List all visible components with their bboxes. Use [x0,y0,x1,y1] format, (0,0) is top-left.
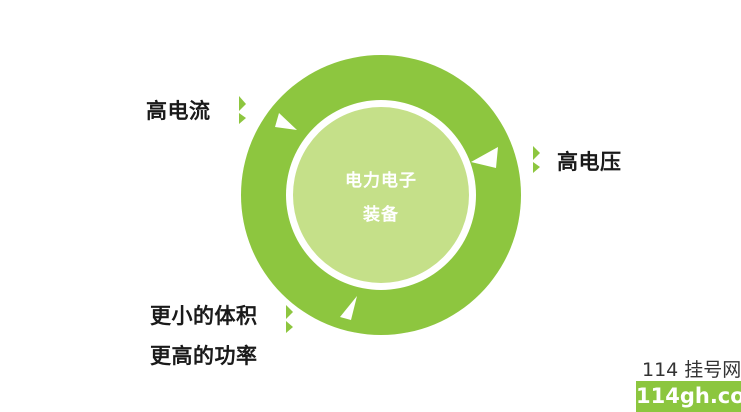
center-label-line2: 装备 [363,205,399,225]
label-high-current: 高电流 [146,99,211,123]
tick-high-voltage [533,146,540,173]
tick-smaller-volume [286,305,293,333]
cycle-arrow-top-left [275,113,297,130]
tick-high-current [239,96,246,124]
watermark-domain: 114gh.com [636,381,741,412]
watermark-site-name: 114 挂号网 [642,359,741,381]
label-high-voltage: 高电压 [557,150,622,174]
label-smaller-volume: 更小的体积 [150,304,258,328]
center-circle [293,107,469,283]
cycle-arrow-right [471,147,498,168]
center-label-line1: 电力电子 [345,171,417,191]
cycle-arrow-bottom [340,296,357,320]
label-higher-power: 更高的功率 [150,344,258,368]
